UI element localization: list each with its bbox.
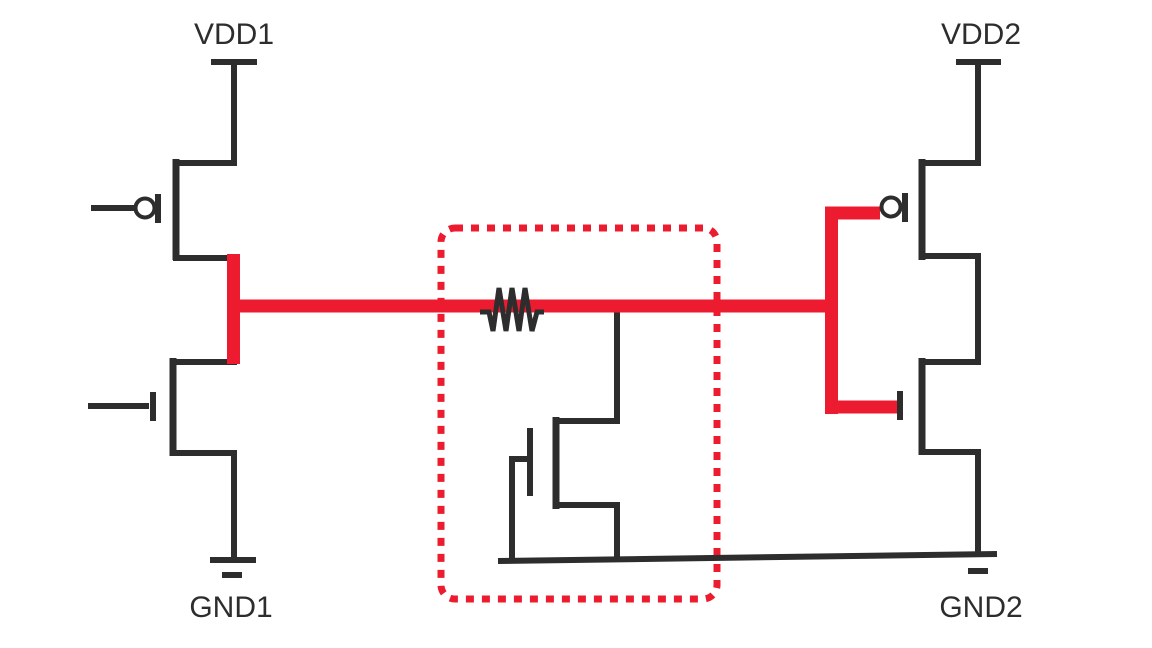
pmos-right-gate-bubble xyxy=(879,195,903,219)
highlight-net xyxy=(227,206,899,414)
overlay-layer xyxy=(133,193,908,420)
protection-region-box xyxy=(437,224,721,603)
clamp-drain-tap xyxy=(553,306,620,424)
vdd2-label: VDD2 xyxy=(941,18,1021,51)
clamp-gate-to-ground xyxy=(509,456,528,562)
protection-region-outline xyxy=(437,224,721,603)
resistor-zigzag xyxy=(480,287,544,332)
clamp-source-to-rail xyxy=(553,502,620,560)
labels-layer: VDD1 GND1 VDD2 GND2 xyxy=(189,18,1022,624)
gnd2-label: GND2 xyxy=(939,591,1022,624)
wires-layer xyxy=(88,59,1001,578)
gnd1-label: GND1 xyxy=(189,591,272,624)
ground-rail xyxy=(497,551,998,564)
pmos-left-gate-bubble xyxy=(133,196,157,220)
vdd1-label: VDD1 xyxy=(194,18,274,51)
